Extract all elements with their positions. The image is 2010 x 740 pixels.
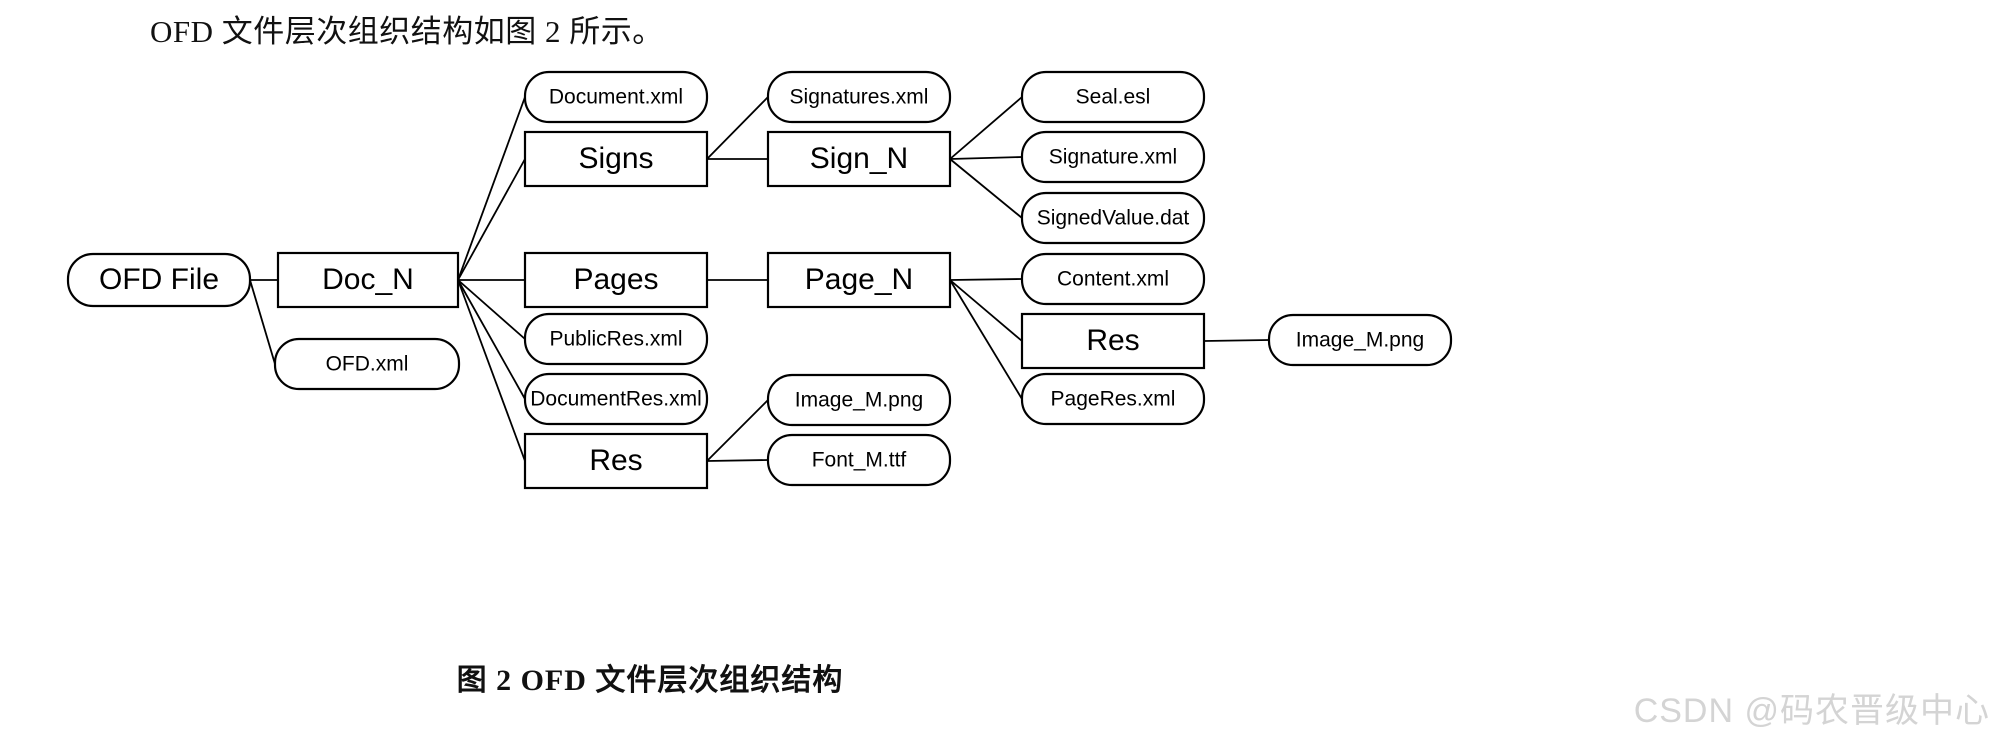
node-label-seal-esl: Seal.esl bbox=[1076, 86, 1151, 109]
node-box-font-m-ttf bbox=[766, 433, 952, 487]
node-pageres-xml[interactable]: PageRes.xml bbox=[1020, 372, 1206, 426]
node-box-sign-n bbox=[766, 130, 952, 188]
edge-layer bbox=[249, 96, 1270, 462]
edge-page-n-to-pageres-xml bbox=[949, 279, 1023, 400]
node-label-res-doc: Res bbox=[589, 444, 642, 477]
node-ofd-file[interactable]: OFD File bbox=[66, 252, 252, 308]
node-label-font-m-ttf: Font_M.ttf bbox=[812, 449, 907, 472]
edge-sign-n-to-seal-esl bbox=[949, 96, 1023, 160]
node-res-page[interactable]: Res bbox=[1020, 312, 1206, 370]
edge-sign-n-to-signature-xml bbox=[949, 156, 1023, 160]
node-box-publicres-xml bbox=[523, 312, 709, 366]
node-box-image-m-png-page bbox=[1267, 313, 1453, 367]
edge-doc-n-to-document-xml bbox=[457, 96, 526, 281]
node-box-signature-xml bbox=[1020, 130, 1206, 184]
edge-res-doc-to-font-m-ttf bbox=[706, 459, 769, 462]
node-image-m-png-page[interactable]: Image_M.png bbox=[1267, 313, 1453, 367]
node-signatures-xml[interactable]: Signatures.xml bbox=[766, 70, 952, 124]
node-box-pageres-xml bbox=[1020, 372, 1206, 426]
figure-caption: 图 2 OFD 文件层次组织结构 bbox=[456, 664, 844, 697]
node-signs[interactable]: Signs bbox=[523, 130, 709, 188]
node-signedvalue-dat[interactable]: SignedValue.dat bbox=[1020, 191, 1206, 245]
node-box-doc-n bbox=[276, 251, 460, 309]
node-label-publicres-xml: PublicRes.xml bbox=[549, 328, 682, 351]
node-label-content-xml: Content.xml bbox=[1057, 268, 1169, 291]
node-box-documentres-xml bbox=[523, 372, 709, 426]
node-box-signedvalue-dat bbox=[1020, 191, 1206, 245]
intro-paragraph: OFD 文件层次组织结构如图 2 所示。 bbox=[150, 14, 664, 49]
edge-doc-n-to-res-doc bbox=[457, 279, 526, 462]
edge-page-n-to-content-xml bbox=[949, 278, 1023, 281]
node-box-signatures-xml bbox=[766, 70, 952, 124]
node-label-res-page: Res bbox=[1086, 324, 1139, 357]
node-label-document-xml: Document.xml bbox=[549, 86, 683, 109]
node-box-signs bbox=[523, 130, 709, 188]
edge-doc-n-to-signs bbox=[457, 158, 526, 281]
node-signature-xml[interactable]: Signature.xml bbox=[1020, 130, 1206, 184]
edge-doc-n-to-documentres-xml bbox=[457, 279, 526, 400]
edge-doc-n-to-publicres-xml bbox=[457, 279, 526, 340]
node-label-page-n: Page_N bbox=[805, 263, 913, 296]
node-ofd-xml[interactable]: OFD.xml bbox=[273, 337, 461, 391]
node-label-ofd-file: OFD File bbox=[99, 263, 219, 296]
node-label-image-m-png-doc: Image_M.png bbox=[795, 389, 923, 412]
node-box-ofd-xml bbox=[273, 337, 461, 391]
node-label-sign-n: Sign_N bbox=[810, 142, 908, 175]
node-box-page-n bbox=[766, 251, 952, 309]
node-box-res-page bbox=[1020, 312, 1206, 370]
node-page-n[interactable]: Page_N bbox=[766, 251, 952, 309]
node-label-pageres-xml: PageRes.xml bbox=[1051, 388, 1176, 411]
node-documentres-xml[interactable]: DocumentRes.xml bbox=[523, 372, 709, 426]
node-box-image-m-png-doc bbox=[766, 373, 952, 427]
node-box-pages bbox=[523, 251, 709, 309]
node-res-doc[interactable]: Res bbox=[523, 432, 709, 490]
edge-signs-to-signatures-xml bbox=[706, 96, 769, 160]
edge-res-doc-to-image-m-png-doc bbox=[706, 399, 769, 462]
node-publicres-xml[interactable]: PublicRes.xml bbox=[523, 312, 709, 366]
csdn-watermark: CSDN @码农晋级中心 bbox=[1633, 692, 1990, 730]
edge-page-n-to-res-page bbox=[949, 279, 1023, 342]
node-image-m-png-doc[interactable]: Image_M.png bbox=[766, 373, 952, 427]
node-box-content-xml bbox=[1020, 252, 1206, 306]
node-label-documentres-xml: DocumentRes.xml bbox=[530, 388, 702, 411]
node-box-seal-esl bbox=[1020, 70, 1206, 124]
node-label-signatures-xml: Signatures.xml bbox=[790, 86, 929, 109]
node-label-image-m-png-page: Image_M.png bbox=[1296, 329, 1424, 352]
node-pages[interactable]: Pages bbox=[523, 251, 709, 309]
node-doc-n[interactable]: Doc_N bbox=[276, 251, 460, 309]
node-label-signature-xml: Signature.xml bbox=[1049, 146, 1177, 169]
edge-sign-n-to-signedvalue-dat bbox=[949, 158, 1023, 219]
edge-ofd-file-to-ofd-xml bbox=[249, 279, 276, 365]
node-font-m-ttf[interactable]: Font_M.ttf bbox=[766, 433, 952, 487]
node-content-xml[interactable]: Content.xml bbox=[1020, 252, 1206, 306]
node-box-document-xml bbox=[523, 70, 709, 124]
node-label-signedvalue-dat: SignedValue.dat bbox=[1037, 207, 1190, 230]
node-seal-esl[interactable]: Seal.esl bbox=[1020, 70, 1206, 124]
node-box-res-doc bbox=[523, 432, 709, 490]
node-document-xml[interactable]: Document.xml bbox=[523, 70, 709, 124]
edge-res-page-to-image-m-png-page bbox=[1203, 339, 1270, 342]
node-label-pages: Pages bbox=[573, 263, 658, 296]
node-label-signs: Signs bbox=[578, 142, 653, 175]
node-label-ofd-xml: OFD.xml bbox=[326, 353, 409, 376]
node-label-doc-n: Doc_N bbox=[322, 263, 414, 296]
node-sign-n[interactable]: Sign_N bbox=[766, 130, 952, 188]
node-box-ofd-file bbox=[66, 252, 252, 308]
